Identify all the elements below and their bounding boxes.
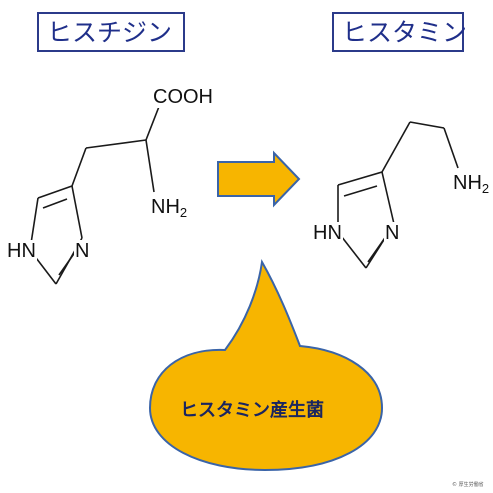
histidine-structure: [29, 103, 161, 285]
reaction-arrow: [217, 150, 301, 208]
histidine-label: ヒスチジン: [37, 12, 185, 52]
histidine-ring-nh: HN: [6, 240, 37, 262]
histidine-amino-group: NH2: [150, 196, 189, 224]
histidine-ring-n: N: [74, 240, 91, 262]
histamine-ring-n: N: [384, 222, 401, 244]
histamine-label: ヒスタミン: [332, 12, 467, 52]
bubble-text: ヒスタミン産生菌: [180, 400, 324, 421]
histamine-structure: [337, 121, 459, 269]
histamine-ring-nh: HN: [312, 222, 343, 244]
speech-bubble: [148, 258, 384, 472]
histamine-amino-group: NH2: [452, 172, 491, 200]
copyright-note: © 厚生労働省: [452, 482, 484, 488]
carboxyl-group: COOH: [152, 86, 214, 108]
